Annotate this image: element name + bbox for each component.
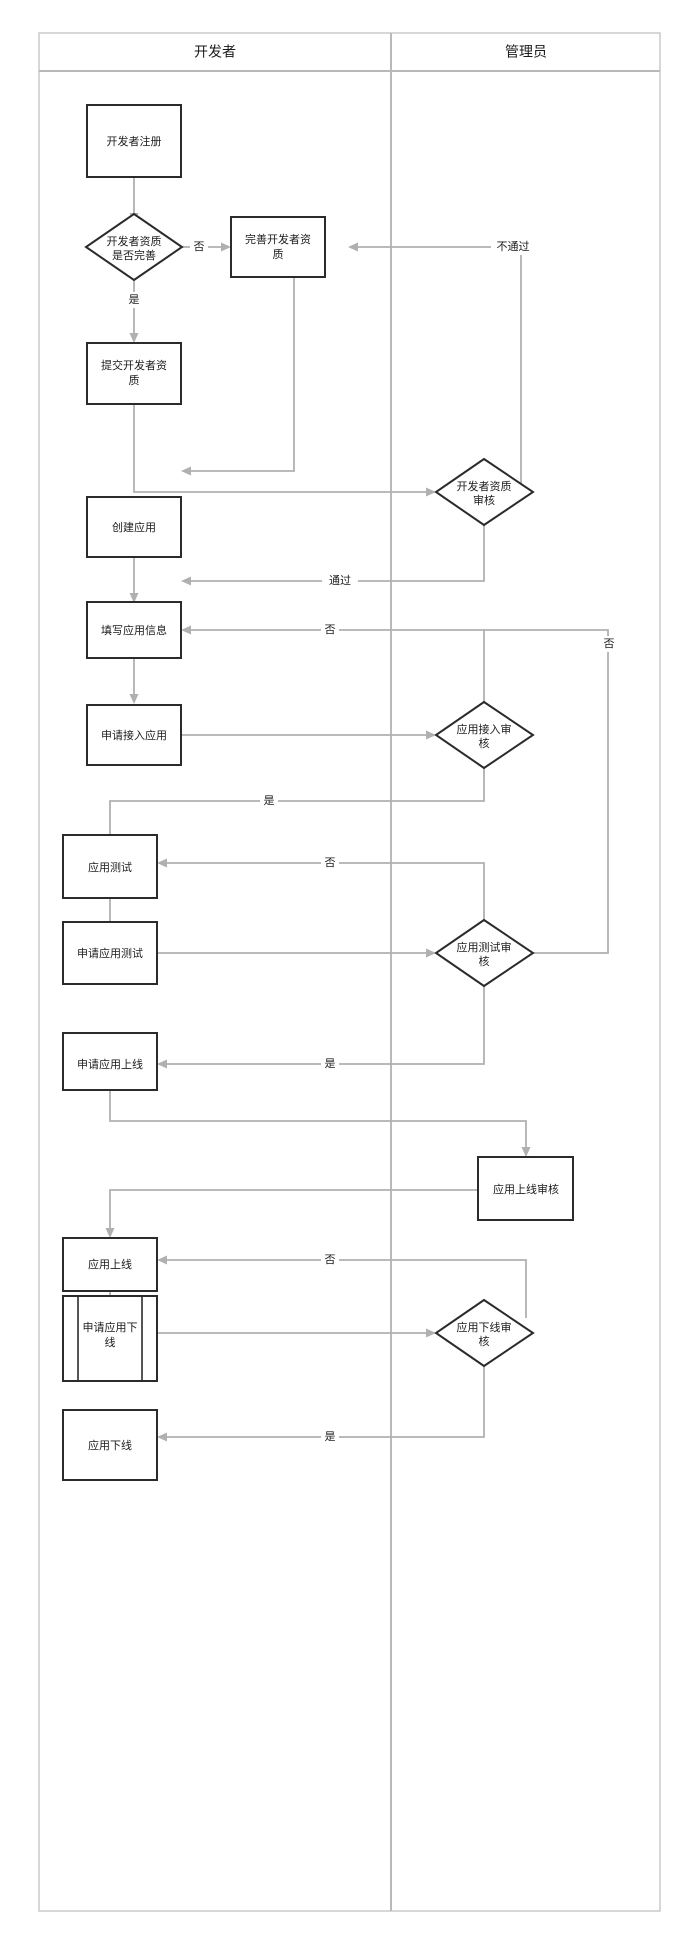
node-label-apply-app-test: 申请应用测试 bbox=[77, 946, 143, 960]
edge-label-no-4: 否 bbox=[325, 857, 336, 869]
lane-header-developer: 开发者 bbox=[194, 44, 236, 60]
node-app-offline[interactable]: 应用下线 bbox=[62, 1409, 158, 1481]
edge-qualification-check-yes: 是 bbox=[125, 280, 143, 343]
node-label-qualification-audit-line1: 开发者资质 bbox=[457, 479, 512, 493]
node-label-apply-app-offline-line2: 线 bbox=[105, 1335, 116, 1349]
node-online-audit[interactable]: 应用上线审核 bbox=[477, 1156, 574, 1221]
edge-apply-online-to-online-audit bbox=[109, 1090, 531, 1157]
edge-apply-test-to-test-audit bbox=[158, 948, 436, 958]
edge-create-app-to-fill-info bbox=[129, 557, 139, 603]
lane-title-admin: 管理员 bbox=[505, 44, 547, 60]
node-label-app-online: 应用上线 bbox=[88, 1257, 132, 1271]
edge-label-no-2: 否 bbox=[325, 624, 336, 636]
edge-test-audit-no-far: 否 bbox=[484, 629, 618, 954]
edge-qualification-audit-pass: 通过 bbox=[181, 525, 485, 589]
swimlane-frame bbox=[38, 32, 661, 1912]
edge-label-no-1: 否 bbox=[194, 241, 205, 253]
node-label-access-audit-line1: 应用接入审 bbox=[457, 722, 512, 736]
node-label-apply-access: 申请接入应用 bbox=[101, 728, 167, 742]
node-access-audit-decision[interactable]: 应用接入审 核 bbox=[434, 700, 535, 770]
node-label-offline-audit-line2: 核 bbox=[479, 1334, 490, 1348]
lane-title-developer: 开发者 bbox=[194, 44, 236, 60]
lane-outer-border bbox=[38, 32, 661, 1912]
node-test-audit-decision[interactable]: 应用测试审 核 bbox=[434, 918, 535, 988]
edge-label-yes-2: 是 bbox=[264, 794, 275, 807]
node-fill-app-info[interactable]: 填写应用信息 bbox=[86, 601, 182, 659]
edge-access-audit-no: 否 bbox=[181, 622, 485, 702]
node-developer-register[interactable]: 开发者注册 bbox=[86, 104, 182, 178]
edge-offline-audit-yes: 是 bbox=[157, 1366, 485, 1445]
edge-apply-access-to-access-audit bbox=[182, 730, 436, 740]
edge-label-no-5: 否 bbox=[325, 1254, 336, 1266]
node-label-improve-qualification-line2: 质 bbox=[273, 248, 284, 261]
edge-qualification-audit-fail: 不通过 bbox=[348, 239, 535, 492]
node-submit-qualification[interactable]: 提交开发者资 质 bbox=[86, 342, 182, 405]
node-label-create-app: 创建应用 bbox=[112, 520, 156, 534]
edge-qualification-check-no: 否 bbox=[182, 239, 231, 255]
node-label-improve-qualification-line1: 完善开发者资 bbox=[245, 232, 311, 246]
edge-label-yes-1: 是 bbox=[129, 293, 140, 306]
node-label-qualification-audit-line2: 审核 bbox=[473, 493, 495, 507]
node-apply-app-offline[interactable]: 申请应用下 线 bbox=[62, 1295, 158, 1382]
node-app-test[interactable]: 应用测试 bbox=[62, 834, 158, 899]
node-apply-app-online[interactable]: 申请应用上线 bbox=[62, 1032, 158, 1091]
node-apply-access[interactable]: 申请接入应用 bbox=[86, 704, 182, 766]
node-apply-app-test[interactable]: 申请应用测试 bbox=[62, 921, 158, 985]
node-label-app-test: 应用测试 bbox=[88, 860, 132, 874]
node-offline-audit-decision[interactable]: 应用下线审 核 bbox=[434, 1298, 535, 1368]
edge-test-audit-yes: 是 bbox=[157, 986, 485, 1072]
node-label-qualification-complete-line1: 开发者资质 bbox=[107, 234, 162, 248]
edge-offline-audit-no: 否 bbox=[157, 1252, 527, 1318]
edge-label-yes-4: 是 bbox=[325, 1430, 336, 1443]
node-label-submit-qualification-line2: 质 bbox=[129, 374, 140, 387]
lane-header-admin: 管理员 bbox=[505, 44, 547, 60]
nodes-layer: 开发者注册 开发者资质 是否完善 完善开发者资 质 提交开发者资 质 开发者资质… bbox=[62, 104, 574, 1481]
edge-test-audit-no: 否 bbox=[157, 855, 485, 920]
node-qualification-complete-decision[interactable]: 开发者资质 是否完善 bbox=[84, 212, 184, 282]
node-app-online[interactable]: 应用上线 bbox=[62, 1237, 158, 1292]
node-label-offline-audit-line1: 应用下线审 bbox=[457, 1320, 512, 1334]
node-label-apply-app-online: 申请应用上线 bbox=[77, 1057, 143, 1071]
node-label-submit-qualification-line1: 提交开发者资 bbox=[101, 358, 167, 372]
edge-improve-to-submit bbox=[181, 277, 295, 476]
node-label-app-offline: 应用下线 bbox=[88, 1438, 132, 1452]
edge-submit-to-qualification-audit bbox=[133, 404, 436, 497]
node-label-access-audit-line2: 核 bbox=[479, 736, 490, 750]
edge-label-pass: 通过 bbox=[329, 574, 351, 587]
node-label-fill-app-info: 填写应用信息 bbox=[101, 623, 167, 637]
node-create-app[interactable]: 创建应用 bbox=[86, 496, 182, 558]
node-label-qualification-complete-line2: 是否完善 bbox=[112, 248, 156, 262]
edge-access-audit-yes: 是 bbox=[105, 768, 485, 854]
edge-label-fail: 不通过 bbox=[497, 240, 530, 253]
edge-fill-info-to-apply-access bbox=[129, 658, 139, 704]
node-label-test-audit-line2: 核 bbox=[479, 954, 490, 968]
node-label-apply-app-offline-line1: 申请应用下 bbox=[83, 1320, 138, 1334]
node-label-online-audit: 应用上线审核 bbox=[493, 1182, 559, 1196]
edge-label-no-3: 否 bbox=[604, 638, 615, 650]
node-label-test-audit-line1: 应用测试审 bbox=[457, 940, 512, 954]
edges-layer: 否 是 不通过 通过 bbox=[105, 177, 618, 1445]
edge-apply-offline-to-offline-audit bbox=[158, 1328, 436, 1338]
edge-online-audit-to-app-online bbox=[105, 1189, 478, 1238]
node-improve-qualification[interactable]: 完善开发者资 质 bbox=[230, 216, 326, 278]
node-label-developer-register: 开发者注册 bbox=[107, 134, 162, 148]
edge-label-yes-3: 是 bbox=[325, 1057, 336, 1070]
node-qualification-audit-decision[interactable]: 开发者资质 审核 bbox=[434, 457, 535, 527]
